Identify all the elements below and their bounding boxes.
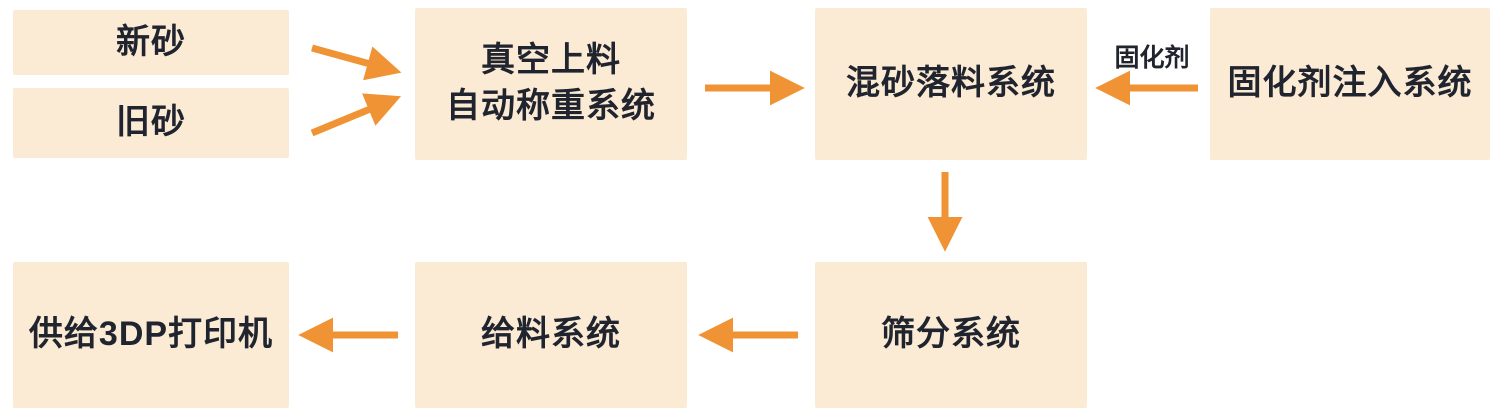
node-new-sand-label: 新砂 [116,22,186,61]
node-new-sand: 新砂 [13,10,289,75]
node-curing-injection-label: 固化剂注入系统 [1227,64,1473,103]
node-printer-supply: 供给3DP打印机 [13,262,289,408]
node-vacuum-weighing: 真空上料 自动称重系统 [415,8,687,160]
node-old-sand: 旧砂 [13,88,289,158]
node-feeding-label: 给料系统 [481,315,621,354]
node-screening-label: 筛分系统 [881,315,1021,354]
node-curing-injection: 固化剂注入系统 [1210,8,1490,160]
arrow-new-sand-to-vacuum [311,44,402,81]
arrow-old-sand-to-vacuum [310,93,402,137]
node-vacuum-weighing-label-line1: 真空上料 [481,41,621,80]
node-vacuum-weighing-label-line2: 自动称重系统 [446,87,656,125]
node-screening: 筛分系统 [815,262,1087,408]
node-printer-supply-label: 供给3DP打印机 [28,315,274,354]
curing-agent-label: 固化剂 [1114,44,1190,72]
node-old-sand-label: 旧砂 [116,103,186,142]
node-vacuum-weighing-label: 真空上料 自动称重系统 [446,38,656,130]
node-mixing-label: 混砂落料系统 [846,64,1056,103]
node-feeding: 给料系统 [415,262,687,408]
node-mixing: 混砂落料系统 [815,8,1087,160]
